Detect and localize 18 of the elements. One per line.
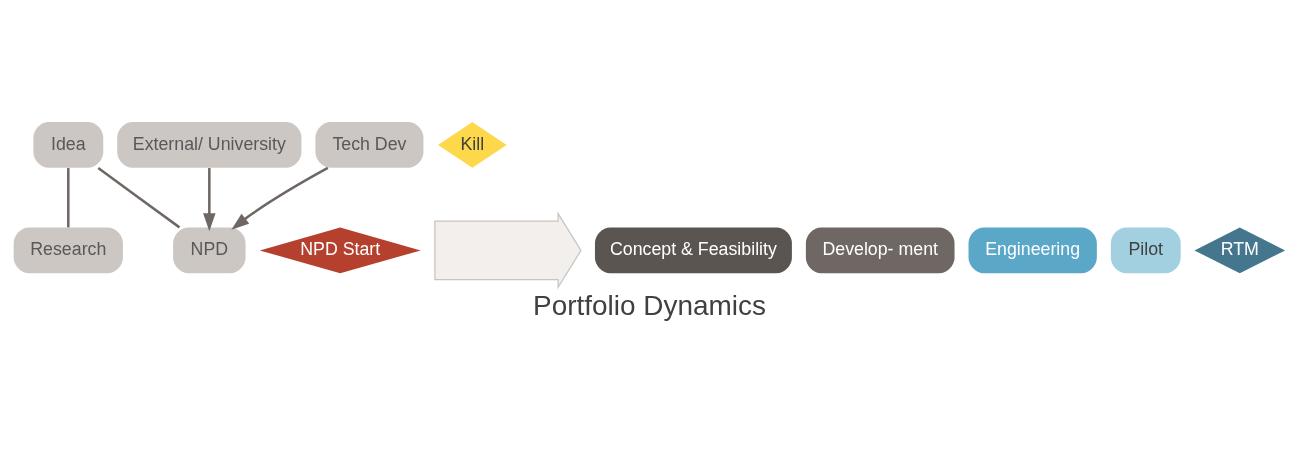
- connector: [97, 166, 181, 228]
- diagram-title: Portfolio Dynamics: [533, 289, 766, 321]
- node-box: Tech Dev: [315, 121, 424, 168]
- node-box: Research: [13, 227, 123, 273]
- node-box: Pilot: [1110, 227, 1181, 273]
- arrow: [203, 167, 216, 231]
- node-box: Idea: [33, 121, 104, 168]
- node-box: External/ University: [117, 121, 302, 168]
- node-box: Concept & Feasibility: [594, 227, 792, 273]
- node-diamond: RTM: [1194, 227, 1286, 273]
- node-box: NPD: [173, 227, 246, 273]
- node-arrow: [434, 210, 582, 289]
- node-diamond: Kill: [438, 121, 507, 168]
- node-diamond: NPD Start: [259, 227, 421, 273]
- connector: [67, 167, 70, 227]
- arrow: [231, 166, 329, 230]
- node-box: Develop- ment: [805, 227, 955, 273]
- node-box: Engineering: [968, 227, 1097, 273]
